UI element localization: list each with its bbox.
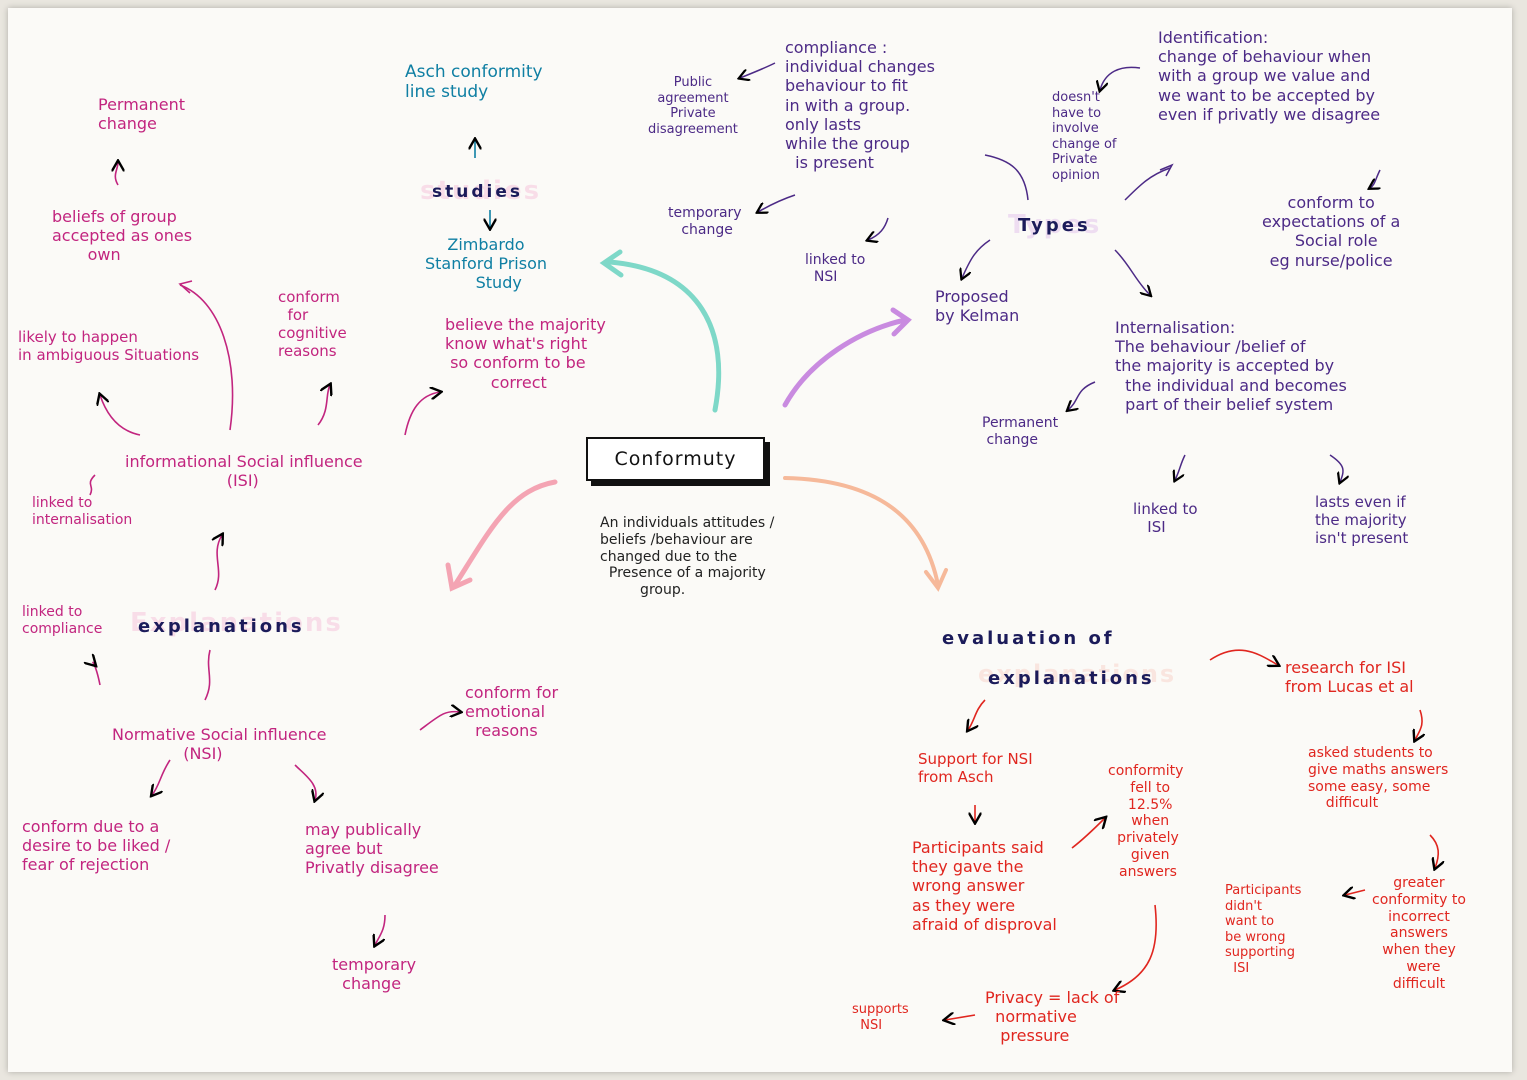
evaluation-ghost: explanations [978, 660, 1177, 688]
types-lasts-majority: lasts even if the majority isn't present [1315, 493, 1409, 547]
explanations-linked-compliance: linked to compliance [22, 604, 103, 637]
isi-linked-internalisation: linked to internalisation [32, 495, 133, 528]
nsi-publicly-agree: may publically agree but Privatly disagr… [305, 820, 439, 878]
isi-title: informational Social influence (ISI) [125, 452, 363, 491]
types-heading: Types [1018, 215, 1091, 236]
eval-participants-didnt: Participants didn't want to be wrong sup… [1225, 883, 1302, 976]
nsi-temporary-change: temporary change [332, 955, 417, 994]
conformity-definition: An individuals attitudes / beliefs /beha… [600, 515, 775, 599]
eval-supports-nsi: supports NSI [852, 1002, 909, 1033]
studies-ghost: studies [420, 176, 542, 206]
isi-conform-cognitive: conform for cognitive reasons [278, 288, 347, 360]
types-linked-isi: linked to ISI [1133, 500, 1198, 536]
types-identification: Identification: change of behaviour when… [1158, 28, 1381, 124]
eval-conformity-fell: conformity fell to 12.5% when privately … [1108, 763, 1184, 880]
types-proposed-by: Proposed by Kelman [935, 287, 1020, 326]
asch-study: Asch conformity line study [405, 62, 543, 103]
types-permanent-change: Permanent change [982, 415, 1059, 448]
explanations-ghost: Explanations [130, 608, 343, 638]
eval-support-nsi: Support for NSI from Asch [918, 750, 1033, 786]
studies-heading: studies [432, 182, 523, 202]
isi-believe-majority: believe the majority know what's right s… [445, 315, 606, 392]
eval-privacy: Privacy = lack of normative pressure [985, 988, 1120, 1046]
types-doesnt-involve: doesn't have to involve change of Privat… [1052, 90, 1117, 183]
central-topic: Conformuty [586, 437, 765, 481]
nsi-title: Normative Social influence (NSI) [112, 725, 327, 764]
types-ghost: Types [1008, 210, 1102, 240]
types-compliance: compliance : individual changes behaviou… [785, 38, 935, 173]
types-linked-nsi: linked to NSI [805, 252, 866, 285]
isi-likely-ambiguous: likely to happen in ambiguous Situations [18, 328, 200, 364]
types-public-agreement: Public agreement Private disagreement [648, 75, 738, 137]
evaluation-heading-line1: evaluation of [942, 628, 1115, 649]
paper-sheet [8, 8, 1512, 1072]
types-temporary-change: temporary change [668, 205, 742, 238]
eval-greater-conformity: greater conformity to incorrect answers … [1372, 875, 1466, 992]
evaluation-heading-line2: explanations [988, 668, 1155, 689]
eval-research-isi: research for ISI from Lucas et al [1285, 658, 1414, 697]
types-conform-expectations: conform to expectations of a Social role… [1262, 193, 1401, 270]
nsi-desire-liked: conform due to a desire to be liked / fe… [22, 817, 171, 875]
types-internalisation: Internalisation: The behaviour /belief o… [1115, 318, 1347, 414]
explanations-heading: explanations [138, 616, 305, 637]
zimbardo-study: Zimbardo Stanford Prison Study [425, 235, 547, 293]
eval-participants-said: Participants said they gave the wrong an… [912, 838, 1057, 934]
nsi-conform-emotional: conform for emotional reasons [465, 683, 559, 741]
eval-asked-students: asked students to give maths answers som… [1308, 745, 1449, 812]
isi-beliefs-accepted: beliefs of group accepted as ones own [52, 207, 193, 265]
isi-permanent-change: Permanent change [98, 95, 186, 134]
